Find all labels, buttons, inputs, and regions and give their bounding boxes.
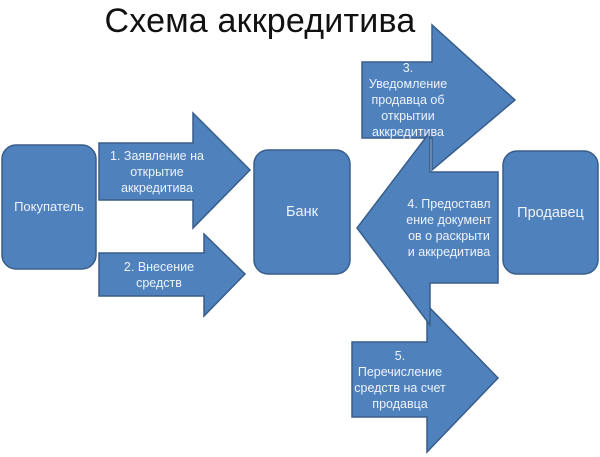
arrow-4-label: 4. Предоставление документов о раскрытии… xyxy=(406,196,492,259)
node-bank[interactable]: Банк xyxy=(254,150,350,274)
node-buyer-label: Покупатель xyxy=(14,199,84,214)
arrow-3: 3. Уведомление продавца об открытии аккр… xyxy=(362,61,454,139)
arrow-2: 2. Внесение средств xyxy=(104,253,214,296)
buyer-box-shape xyxy=(1,144,97,270)
arrow-2-label: 2. Внесение средств xyxy=(123,259,195,290)
arrow-3-shape xyxy=(361,23,517,172)
arrow-4: 4. Предоставление документов о раскрытии… xyxy=(400,172,498,283)
arrow-2-shape xyxy=(98,232,247,318)
seller-box-shape xyxy=(502,150,599,275)
arrow-5-label: 5. Перечисление средств на счет продавца xyxy=(354,348,446,411)
arrow-5-shape xyxy=(351,303,500,454)
arrow-1-shape xyxy=(98,111,252,230)
arrow-3-label: 3. Уведомление продавца об открытии аккр… xyxy=(368,61,448,139)
bank-box-shape xyxy=(253,149,351,275)
arrow-4-shape xyxy=(356,129,499,328)
node-buyer[interactable]: Покупатель xyxy=(2,145,96,269)
arrow-5: 5. Перечисление средств на счет продавца xyxy=(354,342,446,417)
diagram-title: Схема аккредитива xyxy=(104,2,416,40)
node-bank-label: Банк xyxy=(286,204,318,220)
node-seller[interactable]: Продавец xyxy=(503,151,598,274)
node-seller-label: Продавец xyxy=(517,204,584,221)
arrow-1-label: 1. Заявление на открытие аккредитива xyxy=(110,148,204,195)
arrow-1: 1. Заявление на открытие аккредитива xyxy=(102,143,212,200)
